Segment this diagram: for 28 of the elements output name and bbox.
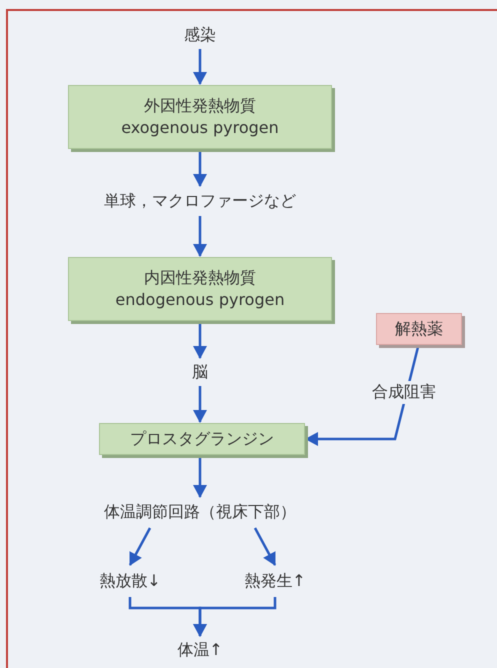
process-box xyxy=(99,423,305,455)
arrow xyxy=(193,322,207,359)
process-box xyxy=(68,85,332,149)
box-text: プロスタグランジン xyxy=(130,428,274,450)
box-text: 解熱薬 xyxy=(395,318,443,340)
arrow xyxy=(193,151,207,187)
flow-text: 脳 xyxy=(182,358,218,386)
arrow xyxy=(254,527,276,566)
arrow xyxy=(305,346,420,446)
box-text: exogenous pyrogen xyxy=(121,117,279,139)
box-text: endogenous pyrogen xyxy=(115,289,285,311)
arrow xyxy=(193,597,276,637)
flow-text: 体温↑ xyxy=(165,636,235,664)
flow-text: 単球，マクロファージなど xyxy=(60,186,340,216)
arrow xyxy=(193,216,207,257)
arrow xyxy=(128,527,152,566)
flow-text: 体温調節回路（視床下部） xyxy=(70,497,330,527)
arrow xyxy=(193,457,207,498)
flow-text: 感染 xyxy=(170,22,230,48)
box-text: 外因性発熱物質 xyxy=(144,95,256,117)
arrow xyxy=(193,386,207,423)
flow-text: 熱発生↑ xyxy=(225,566,325,596)
box-text: 内因性発熱物質 xyxy=(144,267,256,289)
process-box xyxy=(68,257,332,321)
arrow xyxy=(193,49,207,85)
drug-box xyxy=(376,313,462,345)
flow-text: 熱放散↓ xyxy=(80,566,180,596)
edge-label: 合成阻害 xyxy=(370,380,438,404)
